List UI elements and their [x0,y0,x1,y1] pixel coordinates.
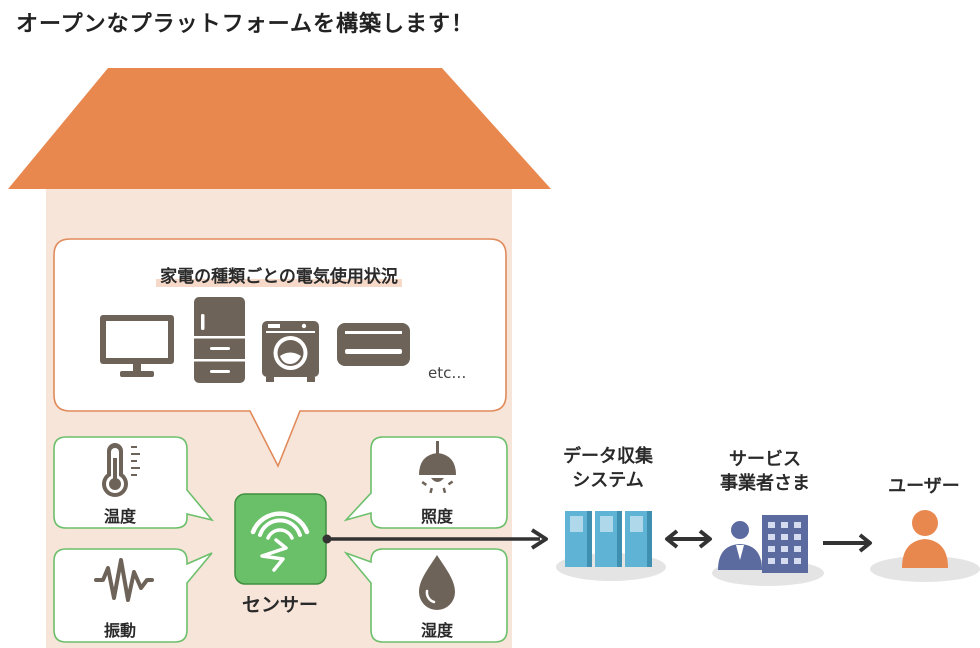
sensor-to-system-arrowhead [530,528,548,550]
server-icon [565,511,652,567]
vibration-bubble [53,548,213,643]
provider-to-user-arrow [823,533,872,553]
temperature-bubble [53,436,215,529]
house-roof [8,68,551,189]
service-provider-label: サービス 事業者さま [702,448,828,496]
service-provider-line-2: 事業者さま [720,473,810,494]
illuminance-bubble [343,436,508,529]
page-title: オープンなプラットフォームを構築します！ [16,12,475,37]
service-provider-line-1: サービス [729,449,801,470]
user-person-icon [902,510,948,568]
water-drop-icon [419,555,455,610]
data-system-line-1: データ収集 [563,446,653,467]
user-label: ユーザー [888,476,960,497]
business-person-icon [718,521,762,570]
etc-label: etc… [428,364,467,382]
user-shadow [870,556,980,582]
vibration-wave-icon [94,558,154,602]
washing-machine-icon [262,321,319,382]
pendant-lamp-icon [419,441,456,494]
data-system-label: データ収集 システム [548,445,668,493]
sensor-signal-icon [250,511,310,572]
thermometer-icon [102,443,140,497]
refrigerator-icon [194,297,245,383]
building-icon [762,515,808,573]
sensor-label: センサー [241,594,318,616]
humidity-label: 湿度 [420,621,453,640]
air-conditioner-icon [337,323,410,366]
illuminance-label: 照度 [420,507,453,526]
sensor-device [234,493,327,585]
vibration-label: 振動 [103,621,136,640]
data-system-line-2: システム [572,470,644,491]
tv-icon [100,315,174,377]
temperature-label: 温度 [103,507,136,526]
bidirectional-arrow [665,529,712,549]
appliance-heading: 家電の種類ごとの電気使用状況 [118,262,440,287]
